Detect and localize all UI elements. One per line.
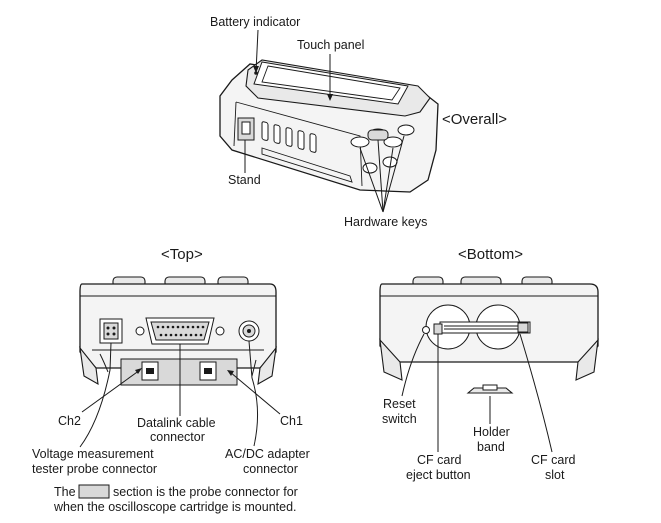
note-text-line2: when the oscilloscope cartridge is mount… (53, 500, 297, 514)
stand-label: Stand (228, 173, 261, 187)
touch-panel-label: Touch panel (297, 38, 364, 52)
datalink-label-line2: connector (150, 430, 205, 444)
overall-title: <Overall> (442, 111, 507, 128)
bottom-device-drawing (379, 276, 599, 394)
acdc-label-line1: AC/DC adapter (225, 447, 310, 461)
holder-band-label-line1: Holder (473, 425, 510, 439)
top-device-drawing (79, 276, 277, 386)
note-text-after: section is the probe connector for (113, 485, 298, 499)
hardware-key (350, 136, 370, 148)
reset-switch-label-line1: Reset (383, 397, 416, 411)
voltage-measurement-label-line2: tester probe connector (32, 462, 157, 476)
reset-switch-label-line2: switch (382, 412, 417, 426)
hardware-key (397, 124, 415, 136)
note-text-before: The (54, 485, 76, 499)
hardware-keys-label: Hardware keys (344, 215, 427, 229)
ch2-label: Ch2 (58, 414, 81, 428)
cf-eject-label-line2: eject button (406, 468, 471, 482)
holder-band-label-line2: band (477, 440, 505, 454)
note-grey-swatch (78, 484, 110, 499)
acdc-label-line2: connector (243, 462, 298, 476)
bottom-title: <Bottom> (458, 246, 523, 263)
cf-eject-label-line1: CF card (417, 453, 462, 467)
datalink-label-line1: Datalink cable (137, 416, 216, 430)
probe-connector-section (120, 358, 238, 386)
battery-indicator-label: Battery indicator (210, 15, 300, 29)
overall-device-drawing (219, 59, 439, 193)
voltage-measurement-label-line1: Voltage measurement (32, 447, 154, 461)
top-title: <Top> (161, 246, 203, 263)
cf-slot-label-line1: CF card (531, 453, 576, 467)
ch1-label: Ch1 (280, 414, 303, 428)
cf-slot-label-line2: slot (545, 468, 565, 482)
